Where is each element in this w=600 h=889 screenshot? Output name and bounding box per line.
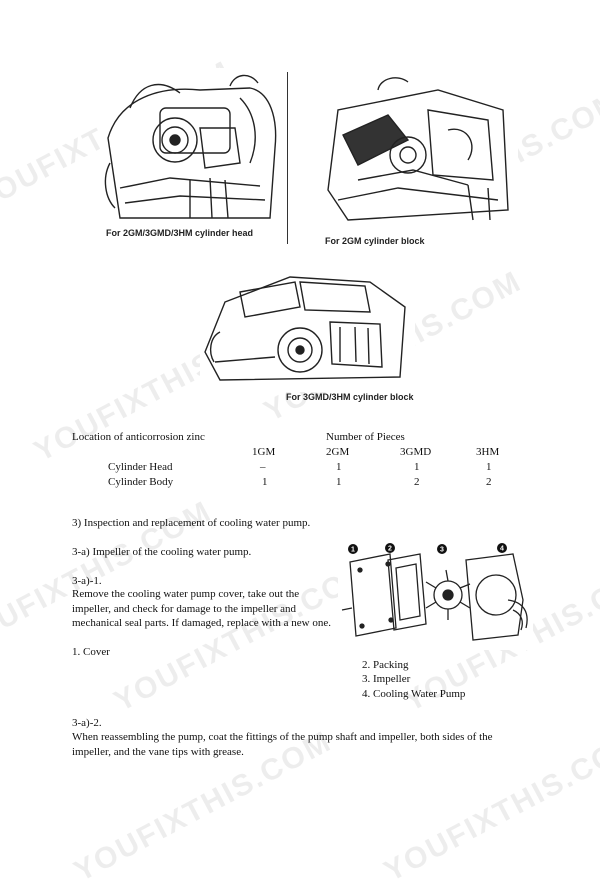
part-item: 2. Packing [362, 659, 409, 671]
figure-3gmd-block [200, 262, 415, 392]
section-heading: 3) Inspection and replacement of cooling… [72, 517, 311, 529]
callout-markers [348, 543, 507, 554]
row-label: Cylinder Body [108, 476, 174, 488]
zinc-table: Location of anticorrosion zinc Number of… [72, 431, 516, 491]
table-row: Cylinder Head – 1 1 1 [72, 461, 516, 476]
callout-3: 3 [440, 547, 444, 554]
table-cell: 1 [336, 461, 342, 473]
table-cell: 1 [336, 476, 342, 488]
column-header: 1GM [252, 446, 276, 458]
engine-head-illustration [104, 74, 277, 219]
step-label: 3-a)-2. [72, 717, 102, 729]
figure-caption: For 2GM cylinder block [325, 236, 425, 246]
divider [287, 72, 288, 244]
table-title: Location of anticorrosion zinc [72, 431, 205, 443]
table-cell: 2 [486, 476, 492, 488]
table-cell: 1 [262, 476, 268, 488]
table-row: Cylinder Body 1 1 2 2 [72, 476, 516, 491]
step-text: When reassembling the pump, coat the fit… [72, 731, 493, 758]
part-item: 1. Cover [72, 646, 110, 658]
column-header: 3GMD [400, 446, 432, 458]
callout-4: 4 [500, 546, 504, 553]
callout-2: 2 [388, 546, 392, 553]
row-label: Cylinder Head [108, 461, 173, 473]
engine-block-illustration [204, 276, 406, 381]
table-cell: 1 [414, 461, 420, 473]
figure-caption: For 2GM/3GMD/3HM cylinder head [106, 228, 254, 238]
engine-block-illustration [327, 77, 509, 221]
figure-pump-exploded: 1 2 3 4 [338, 540, 533, 650]
callout-1: 1 [351, 547, 355, 554]
part-item: 4. Cooling Water Pump [362, 688, 466, 700]
step-text: Remove the cooling water pump cover, tak… [72, 588, 331, 629]
table-cell: 2 [414, 476, 420, 488]
figure-cylinder-head [100, 68, 285, 246]
pump-exploded-illustration: 1 2 3 4 [341, 543, 528, 641]
step-label: 3-a)-1. [72, 575, 102, 587]
section-subheading: 3-a) Impeller of the cooling water pump. [72, 546, 252, 558]
table-cell: – [260, 461, 266, 473]
figure-caption: For 3GMD/3HM cylinder block [286, 392, 414, 402]
column-header: 2GM [326, 446, 350, 458]
table-group-header: Number of Pieces [326, 431, 405, 443]
column-header: 3HM [476, 446, 500, 458]
part-item: 3. Impeller [362, 673, 411, 685]
table-cell: 1 [486, 461, 492, 473]
figure-2gm-block [318, 70, 518, 240]
